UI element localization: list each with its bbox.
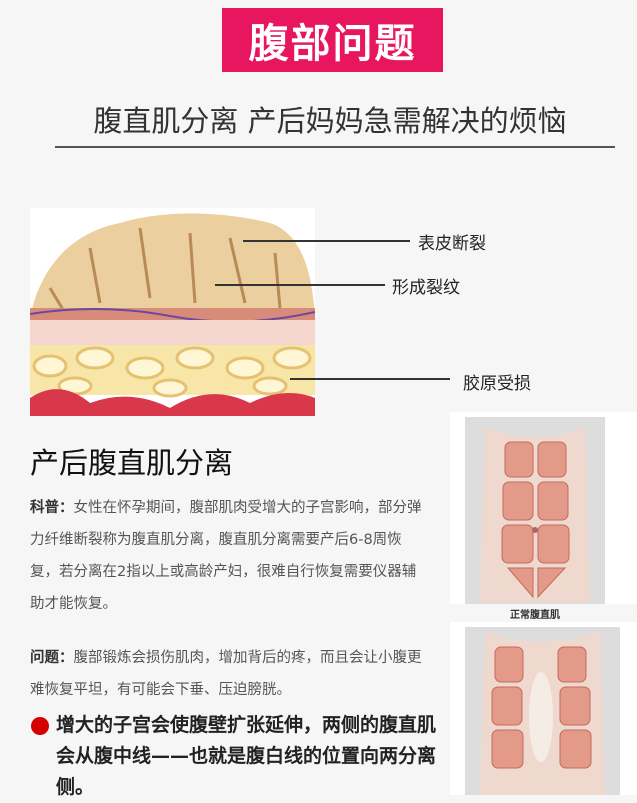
science-text: 女性在怀孕期间，腹部肌肉受增大的子宫影响，部分弹力纤维断裂称为腹直肌分离，腹直肌… bbox=[30, 500, 422, 612]
science-label: 科普： bbox=[30, 500, 74, 516]
label-epidermis: 表皮断裂 bbox=[418, 234, 486, 254]
divider bbox=[55, 146, 615, 148]
normal-muscle-caption: 正常腹直肌 bbox=[510, 610, 560, 621]
separated-abdominal-muscle-image bbox=[450, 622, 637, 795]
skin-layers-illustration bbox=[30, 208, 315, 416]
bullet-dot-icon bbox=[31, 717, 49, 735]
title-banner: 腹部问题 bbox=[222, 8, 443, 72]
subtitle: 腹直肌分离 产后妈妈急需解决的烦恼 bbox=[93, 104, 567, 138]
label-stretch-marks: 形成裂纹 bbox=[392, 278, 460, 298]
problem-text: 腹部锻炼会损伤肌肉，增加背后的疼，而且会让小腹更难恢复平坦，有可能会下垂、压迫膀… bbox=[30, 650, 422, 698]
pointer-line bbox=[290, 378, 450, 380]
problem-label: 问题： bbox=[30, 650, 74, 666]
pointer-line bbox=[243, 240, 410, 242]
normal-abdominal-muscle-image bbox=[450, 412, 637, 604]
bullet-text: 增大的子宫会使腹壁扩张延伸，两侧的腹直肌会从腹中线——也就是腹白线的位置向两分离… bbox=[56, 714, 437, 798]
pointer-line bbox=[215, 284, 385, 286]
section-heading: 产后腹直肌分离 bbox=[30, 446, 234, 480]
science-paragraph: 科普：女性在怀孕期间，腹部肌肉受增大的子宫影响，部分弹力纤维断裂称为腹直肌分离，… bbox=[30, 492, 430, 620]
problem-paragraph: 问题：腹部锻炼会损伤肌肉，增加背后的疼，而且会让小腹更难恢复平坦，有可能会下垂、… bbox=[30, 642, 430, 706]
label-collagen: 胶原受损 bbox=[463, 374, 531, 394]
